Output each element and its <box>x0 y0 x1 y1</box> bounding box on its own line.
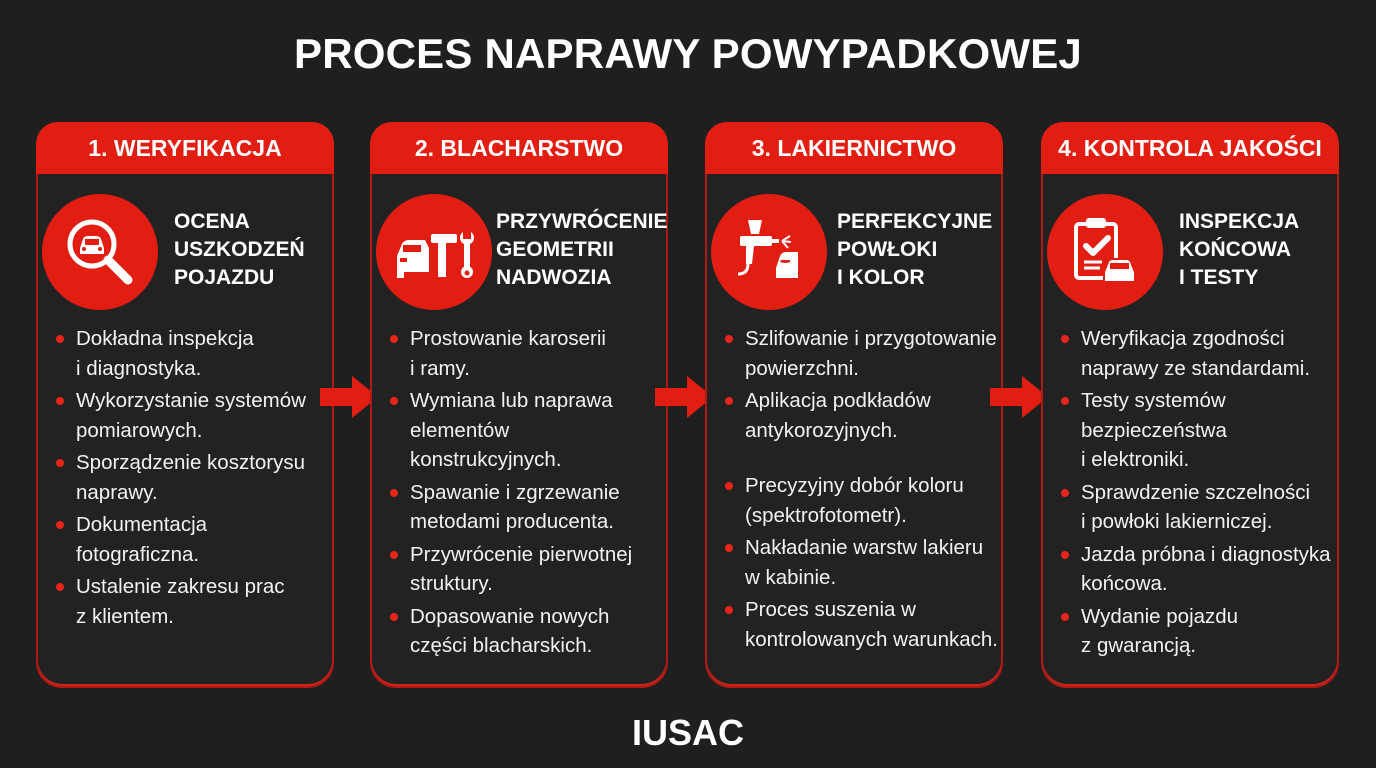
step-header: 3. LAKIERNICTWO <box>705 122 1003 174</box>
step-subtitle: PRZYWRÓCENIE GEOMETRII NADWOZIA <box>496 208 668 292</box>
bullet-dot-icon <box>56 397 64 405</box>
page-title: PROCES NAPRAWY POWYPADKOWEJ <box>294 30 1082 77</box>
bullet-dot-icon <box>390 335 398 343</box>
bullet-dot-icon <box>725 482 733 490</box>
step-header: 2. BLACHARSTWO <box>370 122 668 174</box>
bullet-dot-icon <box>1061 397 1069 405</box>
step-card-lakiernictwo: 3. LAKIERNICTWO PERFEKCYJNE POWŁOKI I KO… <box>705 122 1003 688</box>
clipboard-check-car-icon <box>1047 194 1163 310</box>
magnifier-car-icon <box>42 194 158 310</box>
bullet-item: Precyzyjny dobór koloru(spektrofotometr)… <box>725 471 1015 530</box>
arrow-right-icon <box>320 376 378 418</box>
subtitle-line: POJAZDU <box>174 266 275 289</box>
step-header: 1. WERYFIKACJA <box>36 122 334 174</box>
subtitle-line: INSPEKCJA <box>1179 210 1300 233</box>
bullet-dot-icon <box>1061 550 1069 559</box>
subtitle-line: I TESTY <box>1179 266 1259 289</box>
brand-footer: IUSAC <box>631 712 744 753</box>
bullet-dot-icon <box>56 459 64 467</box>
subtitle-line: KOŃCOWA <box>1179 238 1291 261</box>
bullet-dot-icon <box>56 335 64 343</box>
bullet-dot-icon <box>390 488 398 497</box>
bullet-dot-icon <box>725 335 733 343</box>
bullet-dot-icon <box>725 606 733 614</box>
bullet-dot-icon <box>390 612 398 621</box>
step-card-weryfikacja: 1. WERYFIKACJA OCENA USZKODZEŃ POJAZDU D… <box>36 122 334 688</box>
bullet-dot-icon <box>56 583 64 591</box>
subtitle-line: OCENA <box>174 210 250 233</box>
bullet-dot-icon <box>1061 488 1069 497</box>
arrow-right-icon <box>655 376 713 418</box>
bullet-dot-icon <box>390 397 398 405</box>
spray-gun-car-icon <box>711 194 827 310</box>
subtitle-line: GEOMETRII <box>496 238 614 261</box>
arrow-right-icon <box>990 376 1048 418</box>
step-card-blacharstwo: 2. BLACHARSTWO PRZYWRÓCENIE GEOMETRII NA… <box>370 122 668 688</box>
bullet-dot-icon <box>390 550 398 559</box>
step-subtitle: OCENA USZKODZEŃ POJAZDU <box>174 208 344 292</box>
bullet-dot-icon <box>1061 612 1069 621</box>
bullet-dot-icon <box>1061 335 1069 343</box>
step-card-kontrola-jakosci: 4. KONTROLA JAKOŚCI INSPEKCJA KOŃCOWA I … <box>1041 122 1339 688</box>
subtitle-line: I KOLOR <box>837 266 925 289</box>
step-subtitle: INSPEKCJA KOŃCOWA I TESTY <box>1179 208 1349 292</box>
step-subtitle: PERFEKCYJNE POWŁOKI I KOLOR <box>837 208 1007 292</box>
subtitle-line: USZKODZEŃ <box>174 238 305 261</box>
step-header: 4. KONTROLA JAKOŚCI <box>1041 122 1339 174</box>
subtitle-line: POWŁOKI <box>837 238 938 261</box>
bullet-dot-icon <box>725 544 733 552</box>
subtitle-line: NADWOZIA <box>496 266 612 289</box>
subtitle-line: PRZYWRÓCENIE <box>496 210 668 233</box>
bullet-dot-icon <box>56 521 64 529</box>
subtitle-line: PERFEKCYJNE <box>837 210 993 233</box>
bullet-dot-icon <box>725 397 733 405</box>
car-hammer-wrench-icon <box>376 194 492 310</box>
